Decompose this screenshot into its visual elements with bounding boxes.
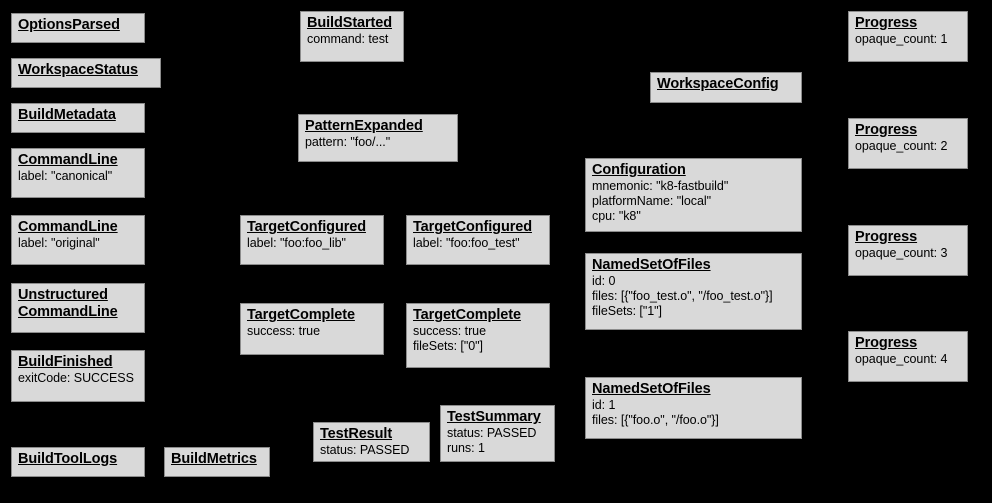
node-title: WorkspaceConfig (657, 76, 779, 92)
node-title: Unstructured CommandLine (18, 287, 118, 320)
node-properties: status: PASSED runs: 1 (447, 426, 537, 455)
node-properties: success: true (247, 324, 320, 338)
node-properties: opaque_count: 4 (855, 352, 948, 366)
node-title: TargetComplete (247, 307, 355, 323)
node-properties: label: "canonical" (18, 169, 113, 183)
node-build-tool-logs[interactable]: BuildToolLogs (11, 447, 145, 477)
node-properties: opaque_count: 1 (855, 32, 948, 46)
node-properties: label: "original" (18, 236, 100, 250)
node-properties: command: test (307, 32, 389, 46)
node-title: BuildMetadata (18, 107, 116, 123)
node-title: TargetConfigured (247, 219, 366, 235)
node-unstructured-command-line[interactable]: Unstructured CommandLine (11, 283, 145, 333)
node-properties: mnemonic: "k8-fastbuild" platformName: "… (592, 179, 729, 223)
node-title: TargetConfigured (413, 219, 532, 235)
node-title: NamedSetOfFiles (592, 381, 711, 397)
node-properties: label: "foo:foo_test" (413, 236, 520, 250)
node-title: BuildToolLogs (18, 451, 118, 467)
node-title: TargetComplete (413, 307, 521, 323)
node-properties: opaque_count: 3 (855, 246, 948, 260)
node-title: NamedSetOfFiles (592, 257, 711, 273)
node-title: Configuration (592, 162, 686, 178)
node-properties: label: "foo:foo_lib" (247, 236, 346, 250)
node-properties: pattern: "foo/..." (305, 135, 391, 149)
node-title: BuildMetrics (171, 451, 257, 467)
node-properties: opaque_count: 2 (855, 139, 948, 153)
node-title: TestResult (320, 426, 393, 442)
node-title: CommandLine (18, 152, 118, 168)
node-title: BuildStarted (307, 15, 393, 31)
node-build-metrics[interactable]: BuildMetrics (164, 447, 270, 477)
node-workspace-config[interactable]: WorkspaceConfig (650, 72, 802, 103)
node-title: Progress (855, 15, 918, 31)
node-title: Progress (855, 335, 918, 351)
node-properties: exitCode: SUCCESS (18, 371, 134, 385)
node-title: BuildFinished (18, 354, 113, 370)
node-workspace-status[interactable]: WorkspaceStatus (11, 58, 161, 88)
node-properties: status: PASSED (320, 443, 410, 457)
node-properties: id: 1 files: [{"foo.o", "/foo.o"}] (592, 398, 719, 427)
node-title: OptionsParsed (18, 17, 120, 33)
node-title: Progress (855, 229, 918, 245)
node-title: PatternExpanded (305, 118, 423, 134)
node-properties: success: true fileSets: ["0"] (413, 324, 486, 353)
node-title: CommandLine (18, 219, 118, 235)
node-title: WorkspaceStatus (18, 62, 138, 78)
node-build-metadata[interactable]: BuildMetadata (11, 103, 145, 133)
node-properties: id: 0 files: [{"foo_test.o", "/foo_test.… (592, 274, 773, 318)
node-options-parsed[interactable]: OptionsParsed (11, 13, 145, 43)
node-title: Progress (855, 122, 918, 138)
node-title: TestSummary (447, 409, 541, 425)
